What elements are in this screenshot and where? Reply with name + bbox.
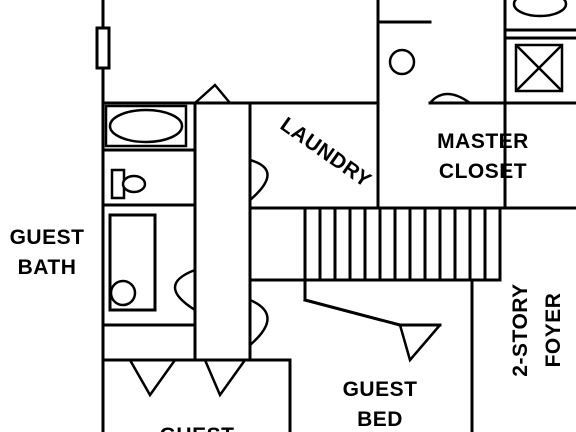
door-swing-icon xyxy=(173,268,196,312)
room-label-guest-bath-1: GUEST xyxy=(10,226,85,249)
tub-frame xyxy=(104,104,188,148)
room-label-guest-bath-2: BATH xyxy=(18,256,77,279)
toilet-bowl-icon xyxy=(121,174,147,194)
door-swing-icon xyxy=(249,298,269,346)
stairs xyxy=(303,206,502,282)
master-sink-icon xyxy=(388,48,416,76)
room-label-guest-partial: GUEST xyxy=(160,424,235,432)
door-swing-icon xyxy=(249,158,269,201)
room-label-foyer-1: 2-STORY xyxy=(509,283,532,376)
door-swing-icon xyxy=(128,359,177,398)
shower-cross xyxy=(515,44,563,92)
room-label-laundry: LAUNDRY xyxy=(276,113,376,192)
bathtub-icon xyxy=(108,108,184,144)
master-tub-icon xyxy=(512,0,568,18)
door-swing-icon xyxy=(429,92,471,105)
door-swing-icon xyxy=(398,324,441,363)
window xyxy=(95,26,111,70)
door-swing-icon xyxy=(194,83,231,104)
room-label-guest-bed-2: BED xyxy=(357,408,403,431)
door-swing-icon xyxy=(203,359,247,398)
wall-bed-closet xyxy=(303,298,402,327)
room-label-foyer-2: FOYER xyxy=(542,293,565,368)
sink-icon xyxy=(109,279,137,307)
room-label-guest-bed-1: GUEST xyxy=(343,378,418,401)
room-label-master-closet-1: MASTER xyxy=(437,130,529,153)
room-label-master-closet-2: CLOSET xyxy=(439,160,527,183)
